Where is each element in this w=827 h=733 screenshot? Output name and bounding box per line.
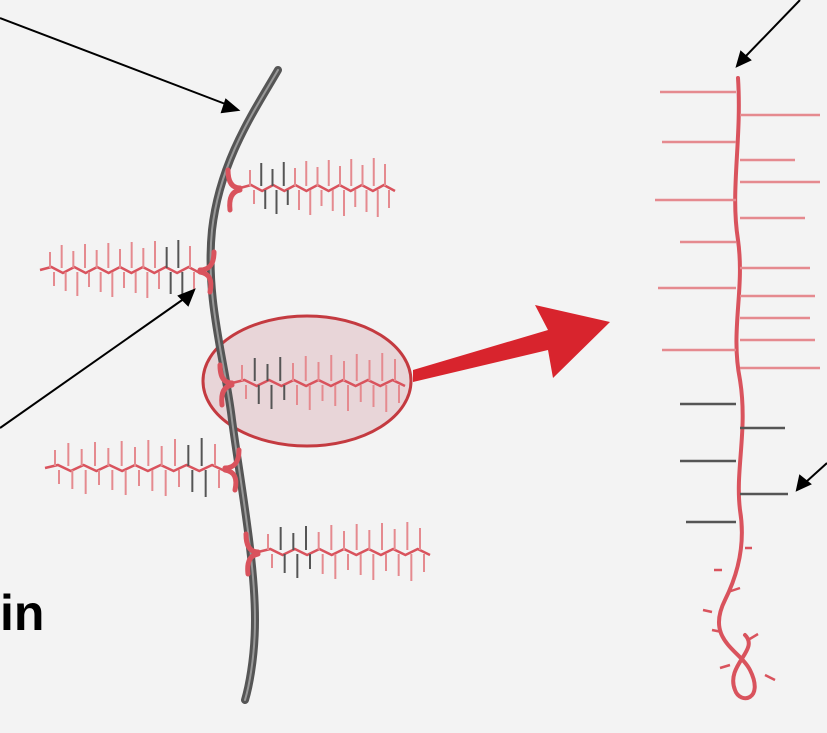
- proteoglycan-unit: [228, 158, 395, 217]
- pointer-icon: [222, 100, 238, 112]
- proteoglycan-unit: [40, 240, 214, 299]
- proteoglycan-unit: [45, 438, 239, 497]
- enlarged-proteoglycan: [655, 78, 820, 698]
- pointer-icon: [179, 290, 194, 305]
- pointer-icon: [797, 476, 810, 490]
- partial-text-label: in: [0, 588, 44, 638]
- pointer-to-link: [0, 298, 185, 428]
- enlarged-spine: [719, 78, 755, 698]
- proteoglycan-unit: [246, 522, 430, 581]
- pointer-to-backbone: [0, 18, 228, 105]
- pointer-to-dark-chain: [806, 463, 827, 482]
- pointer-lines: [0, 0, 827, 490]
- big-red-arrow: [413, 305, 610, 382]
- pointer-to-top: [745, 0, 800, 57]
